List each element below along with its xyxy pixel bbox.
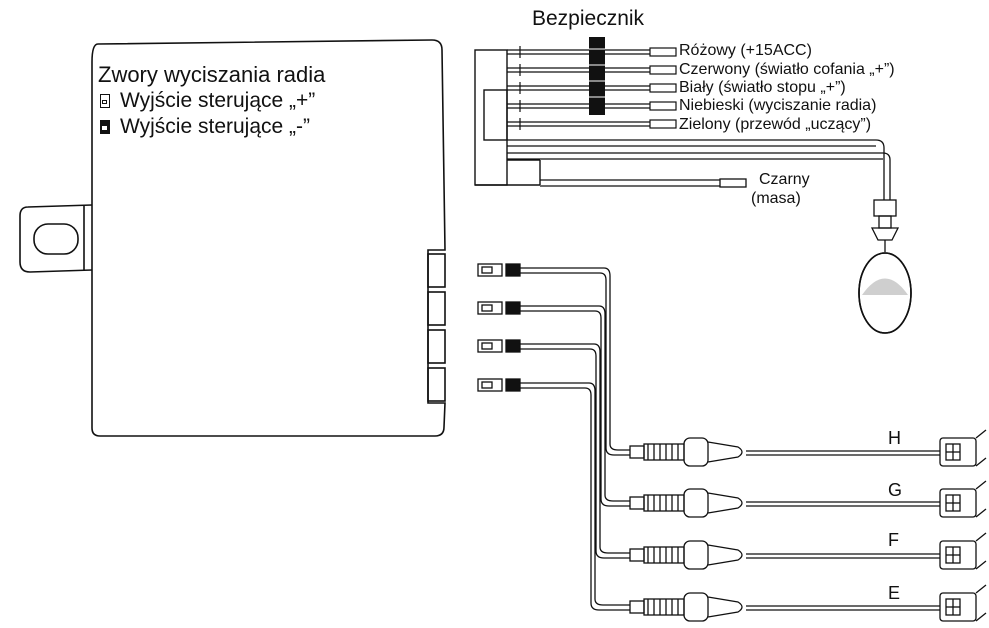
wire-white — [507, 82, 677, 94]
control-module — [91, 39, 446, 437]
wire-green — [507, 118, 677, 130]
fuse-block — [589, 37, 605, 115]
sensor-cable-g — [477, 301, 987, 518]
legend-positive: Wyjście sterujące „+” — [100, 90, 315, 111]
legend-positive-label: Wyjście sterujące „+” — [120, 89, 316, 112]
wire-label-red: Czerwony (światło cofania „+”) — [679, 61, 895, 78]
ground-label-line2: (masa) — [751, 190, 801, 207]
sensor-label-h: H — [888, 428, 901, 448]
buzzer-icon — [858, 252, 912, 334]
legend-negative: Wyjście sterujące „-” — [100, 116, 310, 137]
harness-connector — [474, 49, 541, 186]
buzzer-lead — [507, 139, 900, 252]
jumper-closed-icon — [100, 119, 110, 134]
jumper-title: Zwory wyciszania radia — [98, 62, 326, 87]
legend-negative-label: Wyjście sterujące „-” — [120, 115, 311, 138]
fuse-title: Bezpiecznik — [532, 7, 645, 30]
harness-wires — [507, 46, 677, 130]
sensor-label-g: G — [888, 480, 903, 500]
sensor-cable-f — [477, 339, 987, 570]
sensor-cable-h — [477, 263, 987, 467]
wire-label-pink: Różowy (+15ACC) — [679, 42, 812, 59]
ground-wire — [540, 178, 747, 188]
wire-label-white: Biały (światło stopu „+”) — [679, 79, 846, 96]
sensor-cables — [477, 263, 987, 622]
wire-red — [507, 64, 677, 76]
sensor-label-e: E — [888, 583, 901, 603]
sensor-cable-e — [477, 378, 987, 622]
mounting-ear — [19, 204, 93, 273]
wire-label-green: Zielony (przewód „uczący”) — [679, 116, 872, 133]
wire-label-blue: Niebieski (wyciszanie radia) — [679, 97, 877, 114]
ground-label-line1: Czarny — [759, 171, 810, 188]
wire-blue — [507, 100, 677, 112]
wire-pink — [507, 46, 677, 58]
jumper-open-icon — [100, 93, 110, 108]
sensor-label-f: F — [888, 530, 899, 550]
